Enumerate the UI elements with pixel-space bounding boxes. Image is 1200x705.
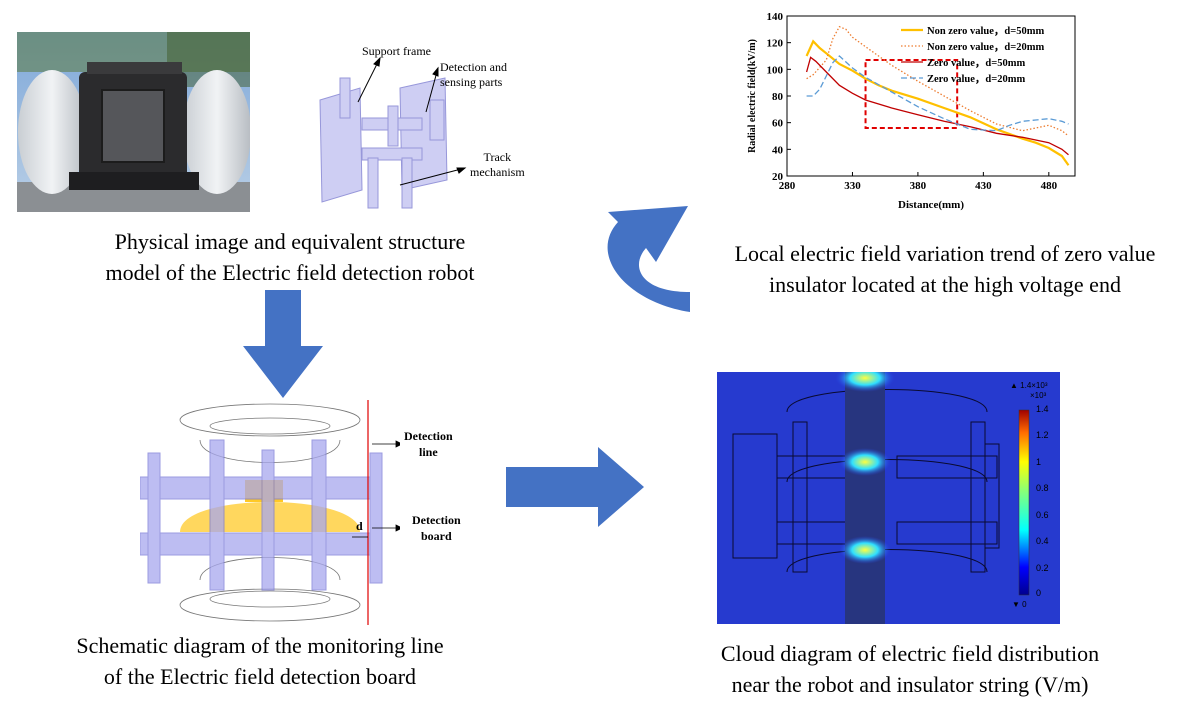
legend-label: Non zero value，d=50mm (927, 26, 1044, 37)
colorbar-min-label: ▼ 0 (1012, 600, 1027, 609)
label-detection-parts: Detection and sensing parts (440, 60, 507, 89)
colorbar-tick: 1.4 (1036, 404, 1049, 414)
x-tick-label: 280 (779, 180, 796, 192)
legend-label: Non zero value，d=20mm (927, 42, 1044, 53)
colorbar-ticks: 1.4 1.2 1 0.8 0.6 0.4 0.2 0 (1036, 404, 1060, 598)
series-line (806, 55, 1069, 132)
series-line (805, 39, 1070, 166)
caption-schematic: Schematic diagram of the monitoring line… (76, 633, 444, 689)
colorbar-tick: 0.6 (1036, 510, 1049, 520)
caption-chart: Local electric field variation trend of … (734, 241, 1156, 297)
label-d: d (356, 519, 363, 533)
label-support-frame: Support frame (362, 44, 431, 58)
caption-cloud: Cloud diagram of electric field distribu… (720, 641, 1100, 697)
colorbar-multiplier: ×10³ (1030, 391, 1047, 400)
robot-photo (17, 32, 251, 212)
series-line (805, 56, 1069, 156)
y-tick-label: 80 (772, 91, 784, 103)
curved-arrow-icon (596, 180, 696, 315)
colorbar-tick: 0.4 (1036, 536, 1049, 546)
x-tick-label: 430 (975, 180, 992, 192)
legend-label: Zero value，d=20mm (927, 74, 1025, 85)
structure-model (300, 40, 540, 220)
x-tick-label: 380 (910, 180, 927, 192)
y-tick-label: 60 (772, 118, 784, 130)
line-chart: 280 330 380 430 480 20 40 60 80 100 120 140 Non ze… (745, 8, 1085, 218)
x-tick-label: 480 (1041, 180, 1058, 192)
colorbar-max-label: ▲ 1.4×10³ (1010, 381, 1048, 390)
y-tick-label: 20 (772, 171, 784, 183)
right-arrow-icon (506, 447, 646, 527)
x-tick-label: 330 (844, 180, 861, 192)
legend-label: Zero value，d=50mm (927, 58, 1025, 69)
y-tick-label: 100 (767, 64, 784, 76)
colorbar-tick: 1.2 (1036, 430, 1049, 440)
label-detection-line: Detection line (404, 429, 453, 459)
y-axis-label: Radial electric field(kV/m) (747, 39, 758, 153)
schematic-diagram (139, 400, 403, 625)
label-detection-board: Detection board (412, 513, 461, 543)
plot-area-frame (786, 15, 1076, 177)
colorbar-tick: 0.8 (1036, 483, 1049, 493)
label-track-mechanism: Track mechanism (470, 150, 525, 179)
y-tick-label: 120 (767, 38, 784, 50)
colorbar-tick: 1 (1036, 457, 1042, 467)
caption-physical: Physical image and equivalent structure … (105, 229, 475, 285)
y-tick-label: 140 (767, 11, 784, 23)
colorbar-tick: 0 (1036, 588, 1042, 598)
cloud-diagram (717, 364, 1060, 624)
y-tick-label: 40 (772, 144, 784, 156)
series-line (806, 25, 1069, 137)
down-arrow-icon (243, 290, 323, 400)
x-axis-label: Distance(mm) (898, 199, 964, 211)
colorbar-tick: 0.2 (1036, 563, 1049, 573)
